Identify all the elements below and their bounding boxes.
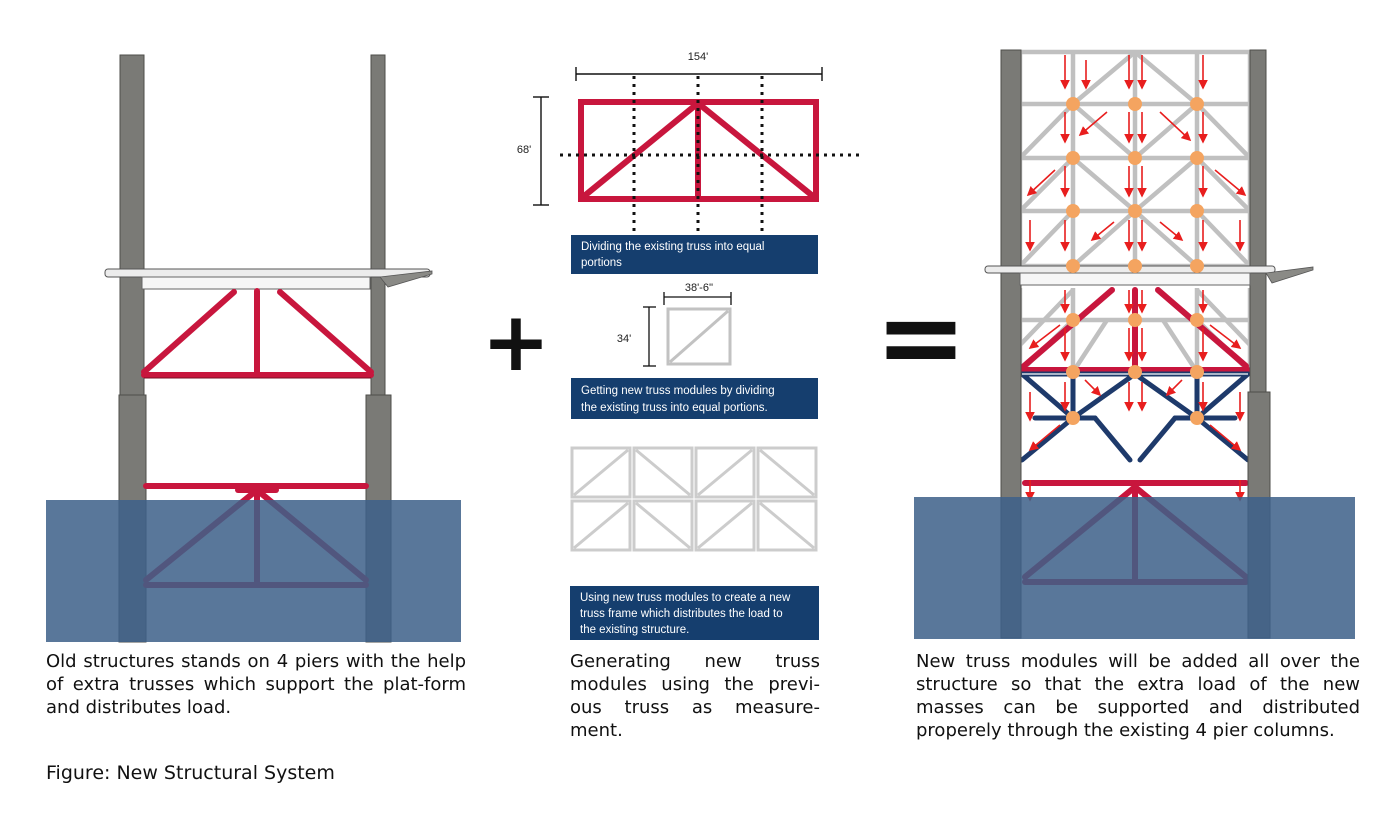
new-pier-right-upper: [1249, 49, 1267, 396]
step-1-box: Dividing the existing truss into equal p…: [571, 235, 818, 274]
equals-operator: =: [875, 273, 967, 401]
new-structure-panel: [914, 49, 1355, 639]
height-dimension: [533, 96, 549, 206]
step-2-line-1: Getting new truss modules by dividing: [581, 385, 775, 397]
truss-height-label: 68': [517, 144, 531, 156]
new-structure-caption: New truss modules will be added all over…: [916, 651, 1360, 741]
step-3-line-3: the existing structure.: [580, 624, 689, 636]
plus-operator: +: [482, 295, 551, 390]
step-3-line-1: Using new truss modules to create a new: [580, 592, 791, 604]
platform-cantilever: [379, 270, 433, 288]
platform-beam: [141, 276, 371, 290]
step-2-box: Getting new truss modules by dividing th…: [571, 378, 818, 419]
platform: [104, 268, 431, 278]
pier-left-upper: [119, 54, 145, 401]
module-grid: [570, 446, 818, 552]
new-platform-beam: [1019, 272, 1251, 286]
retained-old-truss: [1019, 287, 1251, 373]
new-truss-frame: [1019, 371, 1251, 463]
divider-lines: [560, 76, 862, 232]
step-2-line-2: the existing truss into equal portions.: [581, 402, 768, 414]
module-generation-caption: Generating new truss modules using the p…: [570, 651, 820, 741]
load-arrows: [1025, 55, 1247, 502]
pier-right-upper: [370, 54, 386, 401]
truss-width-label: 154': [688, 51, 708, 63]
figure-title: Figure: New Structural System: [46, 762, 335, 784]
old-structure-panel: [46, 54, 461, 643]
water-left: [46, 500, 461, 642]
module-height-dimension: [643, 306, 656, 367]
width-dimension: [575, 67, 823, 81]
step-3-line-2: truss frame which distributes the load t…: [580, 608, 783, 620]
load-nodes: [1066, 97, 1204, 425]
step-1-line-1: Dividing the existing truss into equal: [581, 241, 764, 253]
truss-module: [666, 307, 732, 366]
middle-panel: 154' 68' Dividing the existing truss int…: [517, 51, 862, 640]
old-structure-caption: Old structures stands on 4 piers with th…: [46, 651, 466, 718]
step-1-line-2: portions: [581, 257, 622, 269]
module-height-label: 34': [617, 333, 631, 345]
module-width-label: 38'-6'': [685, 282, 713, 294]
water-right: [914, 497, 1355, 639]
new-platform-cantilever: [1265, 266, 1314, 284]
module-width-dimension: [663, 292, 732, 305]
upper-old-truss: [141, 288, 374, 378]
step-3-box: Using new truss modules to create a new …: [570, 586, 819, 640]
